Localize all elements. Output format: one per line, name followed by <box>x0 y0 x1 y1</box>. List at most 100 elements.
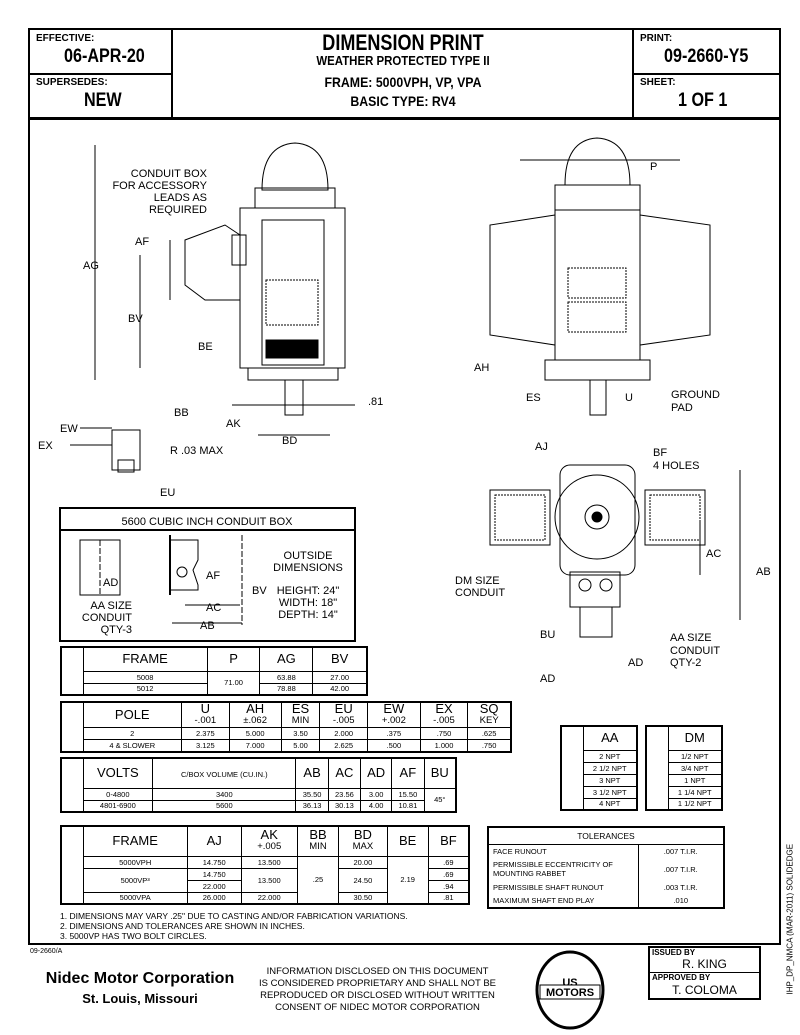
table-cell: 3 NPT <box>582 773 638 787</box>
conduit-note-line: LEADS AS <box>154 192 207 204</box>
table-cell: .375 <box>367 727 421 740</box>
table-cell: 36.13 <box>295 799 329 813</box>
table-cell: 13.500 <box>240 855 298 869</box>
blank-cell <box>60 757 84 813</box>
header-subtext: MIN <box>291 715 310 726</box>
doc-title: DIMENSION PRINT <box>322 30 484 55</box>
cb-aa-label: CONDUIT <box>82 612 132 624</box>
column-header: BF <box>427 825 470 857</box>
table-cell: 3 1/2 NPT <box>582 785 638 799</box>
effective-cell: EFFECTIVE: 06-APR-20 SUPERSEDES: NEW <box>28 28 173 117</box>
issued-label: ISSUED BY <box>652 948 696 957</box>
header-text: C/BOX VOLUME (CU.IN.) <box>180 770 268 780</box>
column-header: AD <box>360 757 393 789</box>
blank-cell <box>645 725 669 811</box>
column-header: EX-.005 <box>419 701 469 728</box>
effective-label: EFFECTIVE: <box>36 33 95 44</box>
cb-af: AF <box>206 570 220 582</box>
dim-aj: AJ <box>535 441 548 453</box>
dim-ac: AC <box>706 548 721 560</box>
column-header: AC <box>327 757 362 789</box>
conduit-box-title: 5600 CUBIC INCH CONDUIT BOX <box>122 516 294 528</box>
aa2-label: CONDUIT <box>670 645 720 657</box>
print-cell: PRINT: 09-2660-Y5 SHEET: 1 OF 1 <box>634 28 779 117</box>
table-cell: 71.00 <box>206 670 261 696</box>
table-cell: 27.00 <box>312 670 368 684</box>
table-cell: 5000VP³ <box>82 867 188 893</box>
disclaimer: INFORMATION DISCLOSED ON THIS DOCUMENT I… <box>255 966 500 1014</box>
table-cell: 22.000 <box>186 879 242 893</box>
dim-bu: BU <box>540 629 555 641</box>
header-text: ES <box>291 701 310 716</box>
column-header: AG <box>259 646 314 672</box>
cb-aa-label: AA SIZE <box>90 600 132 612</box>
column-header: AF <box>391 757 425 789</box>
table-cell: 24.50 <box>338 867 388 893</box>
tolerance-value: .003 T.I.R. <box>637 880 725 894</box>
column-header: BV <box>312 646 368 672</box>
table-cell: 4.00 <box>360 799 393 813</box>
header-subtext: MIN <box>309 841 327 853</box>
supersedes-label: SUPERSEDES: <box>36 77 108 88</box>
dim-bd: BD <box>282 435 297 447</box>
header-subtext: MAX <box>352 841 374 853</box>
header-text: U <box>200 701 211 716</box>
header-text: DM <box>684 730 705 746</box>
header-text: P <box>229 651 238 667</box>
column-header: BU <box>423 757 457 789</box>
table-cell: 2.19 <box>386 855 429 905</box>
table-cell: 1/2 NPT <box>667 749 723 763</box>
conduit-note-line: FOR ACCESSORY <box>112 180 207 192</box>
column-header: DM <box>667 725 723 751</box>
header-text: VOLTS <box>97 765 139 781</box>
cb-bv: BV <box>252 585 267 597</box>
column-header: P <box>206 646 261 672</box>
dim-be: BE <box>198 341 213 353</box>
table-cell: 2 NPT <box>582 749 638 763</box>
dm-label: DM SIZE <box>455 575 500 587</box>
table-cell: 63.88 <box>259 670 314 684</box>
table-cell: 20.00 <box>338 855 388 869</box>
header-subtext: -.005 <box>433 715 455 726</box>
dim-p: P <box>650 161 657 173</box>
table-cell: 1.000 <box>419 739 469 752</box>
column-header: VOLTS <box>82 757 154 789</box>
conduit-box-detail <box>59 507 356 642</box>
table-row: 1 1/2 NPT <box>646 797 723 811</box>
issued-by: R. KING <box>682 957 727 971</box>
blank-cell <box>60 646 84 696</box>
table-cell: 1 1/4 NPT <box>667 785 723 799</box>
doc-code: 09-2660/A <box>30 948 63 955</box>
blank-cell <box>60 701 84 752</box>
column-header: AK+.005 <box>240 825 298 857</box>
note: 1. DIMENSIONS MAY VARY .25" DUE TO CASTI… <box>60 911 408 921</box>
header-text: AG <box>277 651 296 667</box>
notes: 1. DIMENSIONS MAY VARY .25" DUE TO CASTI… <box>60 911 408 941</box>
table-cell: .69 <box>427 855 470 869</box>
doc-subtitle: WEATHER PROTECTED TYPE II <box>316 53 490 68</box>
table-cell: 4 NPT <box>582 797 638 811</box>
shaft-key-detail <box>70 427 141 473</box>
note: 2. DIMENSIONS AND TOLERANCES ARE SHOWN I… <box>60 921 305 931</box>
dim-bf: BF <box>653 447 667 459</box>
table-cell: .69 <box>427 867 470 881</box>
cb-width: WIDTH: 18" <box>279 597 337 609</box>
column-header: FRAME <box>82 825 188 857</box>
header-subtext: +.005 <box>257 841 282 853</box>
table-cell: 1 1/2 NPT <box>667 797 723 811</box>
column-header: POLE <box>82 701 183 728</box>
header-text: AJ <box>206 833 222 849</box>
conduit-note-line: REQUIRED <box>149 204 207 216</box>
table-cell: 3.50 <box>280 727 321 740</box>
header-text: AK <box>260 827 278 843</box>
table-cell: 3/4 NPT <box>667 761 723 775</box>
header-text: BB <box>309 827 327 843</box>
cb-outside: DIMENSIONS <box>273 562 343 574</box>
tolerances-table: TOLERANCES FACE RUNOUT.007 T.I.R. PERMIS… <box>487 826 725 909</box>
table-cell: 14.750 <box>186 867 242 881</box>
